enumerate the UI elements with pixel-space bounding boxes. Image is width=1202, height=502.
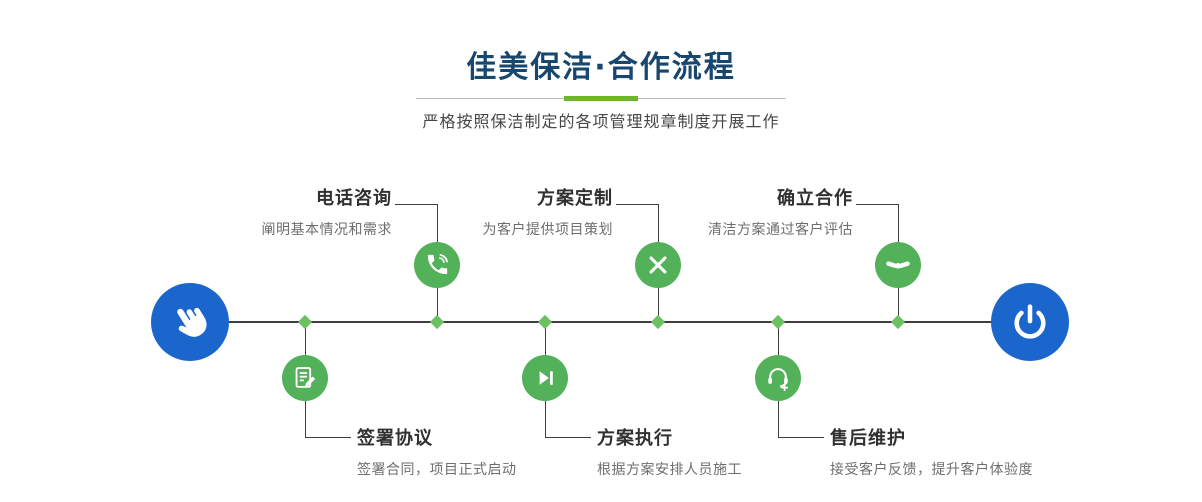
hand-pointer-icon bbox=[169, 301, 211, 343]
step-desc: 签署合同，项目正式启动 bbox=[357, 462, 517, 478]
step-circle-sign bbox=[282, 355, 328, 401]
step-title: 方案执行 bbox=[597, 428, 673, 449]
flow-step-cooperation: 确立合作 清洁方案通过客户评估 bbox=[573, 184, 853, 239]
step-circle-cooperation bbox=[875, 242, 921, 288]
connector-line bbox=[545, 437, 591, 438]
flow-step-phone: 电话咨询 阐明基本情况和需求 bbox=[112, 184, 392, 239]
step-circle-service bbox=[755, 355, 801, 401]
timeline-line bbox=[190, 321, 1030, 323]
timeline-node-diamond bbox=[650, 314, 666, 330]
step-circle-phone bbox=[414, 242, 460, 288]
step-desc: 根据方案安排人员施工 bbox=[597, 462, 742, 478]
step-desc: 接受客户反馈，提升客户体验度 bbox=[830, 462, 1033, 478]
flow-step-service: 售后维护 接受客户反馈，提升客户体验度 bbox=[830, 424, 1130, 479]
execute-icon bbox=[532, 365, 558, 391]
flow-step-design: 方案定制 为客户提供项目策划 bbox=[333, 184, 613, 239]
timeline-node-diamond bbox=[429, 314, 445, 330]
customer-service-icon bbox=[765, 365, 791, 391]
step-desc: 阐明基本情况和需求 bbox=[261, 222, 392, 238]
step-title: 电话咨询 bbox=[316, 188, 392, 209]
flow-step-execute: 方案执行 根据方案安排人员施工 bbox=[597, 424, 897, 479]
sign-document-icon bbox=[292, 365, 318, 391]
divider-accent bbox=[564, 96, 638, 101]
step-circle-design bbox=[635, 242, 681, 288]
design-tools-icon bbox=[645, 252, 671, 278]
step-title: 方案定制 bbox=[537, 188, 613, 209]
step-desc: 清洁方案通过客户评估 bbox=[708, 222, 853, 238]
flow-step-sign: 签署协议 签署合同，项目正式启动 bbox=[357, 424, 657, 479]
connector-line bbox=[616, 204, 658, 205]
connector-line bbox=[778, 437, 824, 438]
handshake-icon bbox=[885, 252, 911, 278]
phone-icon bbox=[424, 252, 450, 278]
timeline-node-diamond bbox=[770, 314, 786, 330]
connector-line bbox=[395, 204, 437, 205]
connector-line bbox=[856, 204, 898, 205]
power-icon bbox=[1009, 301, 1051, 343]
timeline-node-diamond bbox=[297, 314, 313, 330]
timeline-node-diamond bbox=[890, 314, 906, 330]
connector-line bbox=[305, 437, 351, 438]
step-title: 签署协议 bbox=[357, 428, 433, 449]
step-title: 确立合作 bbox=[777, 188, 853, 209]
title-divider bbox=[416, 95, 786, 101]
flow-start-node bbox=[151, 283, 229, 361]
step-title: 售后维护 bbox=[830, 428, 906, 449]
step-desc: 为客户提供项目策划 bbox=[482, 222, 613, 238]
flow-end-node bbox=[991, 283, 1069, 361]
step-circle-execute bbox=[522, 355, 568, 401]
page-subtitle: 严格按照保洁制定的各项管理规章制度开展工作 bbox=[422, 112, 780, 131]
timeline-node-diamond bbox=[537, 314, 553, 330]
page-title: 佳美保洁·合作流程 bbox=[466, 50, 736, 85]
